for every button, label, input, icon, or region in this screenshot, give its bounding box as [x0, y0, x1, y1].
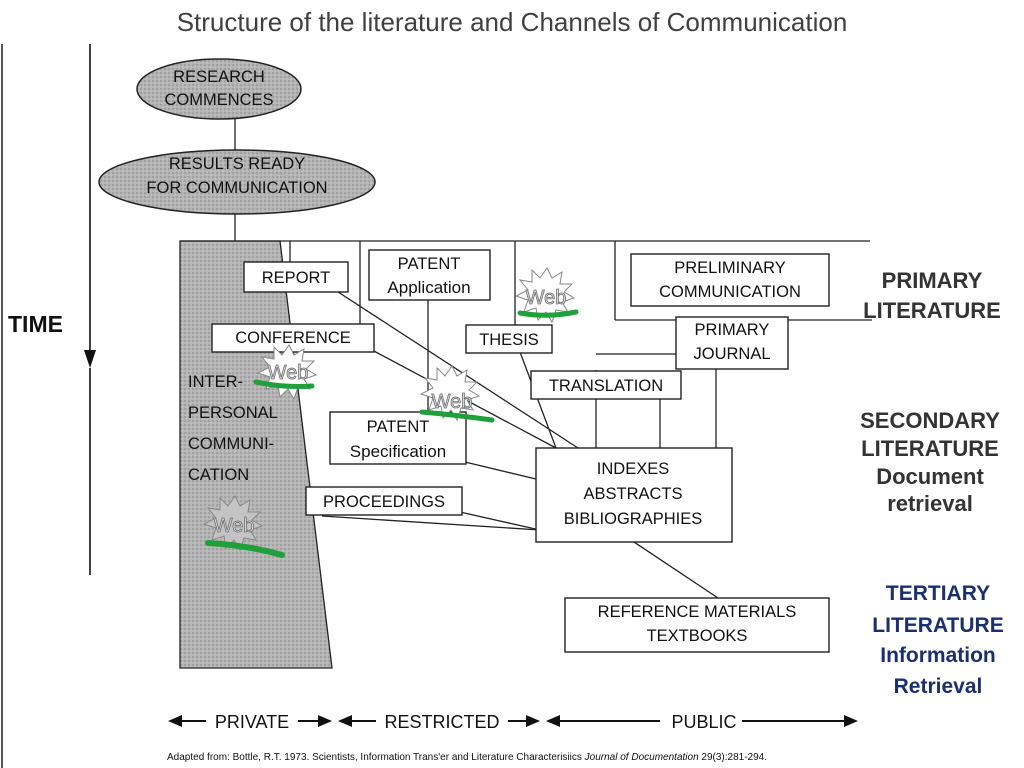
secondary-line3: Document	[876, 464, 984, 489]
translation-label: TRANSLATION	[549, 377, 663, 395]
scale-public: PUBLIC	[671, 712, 736, 732]
web-badge-conference-text: Web	[268, 362, 309, 384]
citation-prefix: Adapted from: Bottle, R.T. 1973. Scienti…	[167, 752, 582, 763]
access-scale: PRIVATE RESTRICTED PUBLIC	[168, 712, 858, 732]
scale-restricted: RESTRICTED	[384, 712, 499, 732]
patent-specification-line1: PATENT	[367, 418, 430, 436]
secondary-line1: SECONDARY	[860, 408, 1000, 433]
patent-specification-box: PATENT Specification	[329, 411, 467, 465]
secondary-line4: retrieval	[887, 491, 973, 516]
preliminary-communication-box: PRELIMINARY COMMUNICATION	[630, 253, 830, 307]
scale-private: PRIVATE	[215, 712, 289, 732]
results-ready-ellipse	[98, 149, 376, 215]
interpersonal-line4: CATION	[188, 466, 249, 484]
indexes-line1: INDEXES	[597, 460, 669, 478]
translation-box: TRANSLATION	[530, 370, 682, 400]
thesis-box: THESIS	[465, 324, 553, 354]
web-badge-conference: Web	[253, 344, 318, 401]
tertiary-literature-label: TERTIARY LITERATURE Information Retrieva…	[872, 582, 1003, 698]
citation-suffix: 29(3):281-294.	[701, 752, 767, 763]
tertiary-line3: Information	[880, 644, 996, 667]
web-badge-patent-text: Web	[432, 391, 473, 413]
patent-specification-line2: Specification	[350, 442, 446, 461]
reference-materials-line2: TEXTBOOKS	[647, 627, 748, 645]
tertiary-line1: TERTIARY	[886, 582, 990, 605]
primary-literature-label: PRIMARY LITERATURE	[863, 268, 1001, 323]
report-label: REPORT	[262, 269, 330, 287]
web-badge-thesis: Web	[514, 267, 579, 324]
conference-label: CONFERENCE	[235, 329, 351, 347]
results-ready-line2: FOR COMMUNICATION	[146, 179, 327, 197]
slide-title: Structure of the literature and Channels…	[177, 7, 848, 37]
tertiary-line4: Retrieval	[894, 675, 983, 698]
thesis-label: THESIS	[479, 331, 539, 349]
research-commences-line2: COMMENCES	[164, 91, 273, 109]
patent-application-box: PATENT Application	[368, 249, 491, 301]
secondary-line2: LITERATURE	[861, 436, 999, 461]
primary-journal-line1: PRIMARY	[695, 321, 770, 339]
web-badge-thesis-text: Web	[526, 287, 567, 309]
time-axis-arrowhead	[84, 350, 96, 368]
citation: Adapted from: Bottle, R.T. 1973. Scienti…	[167, 752, 767, 763]
indexes-line2: ABSTRACTS	[583, 485, 682, 503]
primary-line1: PRIMARY	[882, 268, 983, 293]
indexes-line3: BIBLIOGRAPHIES	[564, 510, 702, 528]
preliminary-communication-line2: COMMUNICATION	[659, 283, 801, 301]
tertiary-line2: LITERATURE	[872, 614, 1003, 637]
secondary-literature-label: SECONDARY LITERATURE Document retrieval	[860, 408, 1000, 516]
primary-journal-box: PRIMARY JOURNAL	[675, 316, 789, 370]
primary-line2: LITERATURE	[863, 298, 1001, 323]
research-commences-ellipse	[136, 58, 302, 120]
reference-materials-box: REFERENCE MATERIALS TEXTBOOKS	[564, 597, 830, 653]
conference-box: CONFERENCE	[211, 323, 375, 353]
research-commences-line1: RESEARCH	[173, 68, 265, 86]
interpersonal-line3: COMMUNI-	[188, 435, 274, 453]
interpersonal-line2: PERSONAL	[188, 404, 278, 422]
patent-application-line1: PATENT	[398, 255, 461, 273]
results-ready-line1: RESULTS READY	[169, 155, 305, 173]
interpersonal-line1: INTER-	[188, 373, 243, 391]
interpersonal-channel-shade	[179, 240, 333, 669]
time-label: TIME	[8, 311, 63, 337]
indexes-abstracts-box: INDEXES ABSTRACTS BIBLIOGRAPHIES	[535, 447, 733, 543]
preliminary-communication-line1: PRELIMINARY	[674, 259, 786, 277]
interpersonal-communication-label: INTER- PERSONAL COMMUNI- CATION	[188, 373, 278, 484]
web-badge-patent: Web	[419, 365, 495, 423]
patent-application-line2: Application	[387, 278, 470, 297]
report-box: REPORT	[243, 261, 349, 293]
web-badge-interpersonal-text: Web	[214, 515, 255, 537]
reference-materials-line1: REFERENCE MATERIALS	[598, 603, 797, 621]
proceedings-box: PROCEEDINGS	[305, 486, 463, 516]
citation-journal: Journal of Documentation	[584, 752, 699, 763]
web-badge-interpersonal: Web	[202, 495, 285, 558]
proceedings-label: PROCEEDINGS	[323, 493, 445, 511]
primary-journal-line2: JOURNAL	[693, 345, 770, 363]
